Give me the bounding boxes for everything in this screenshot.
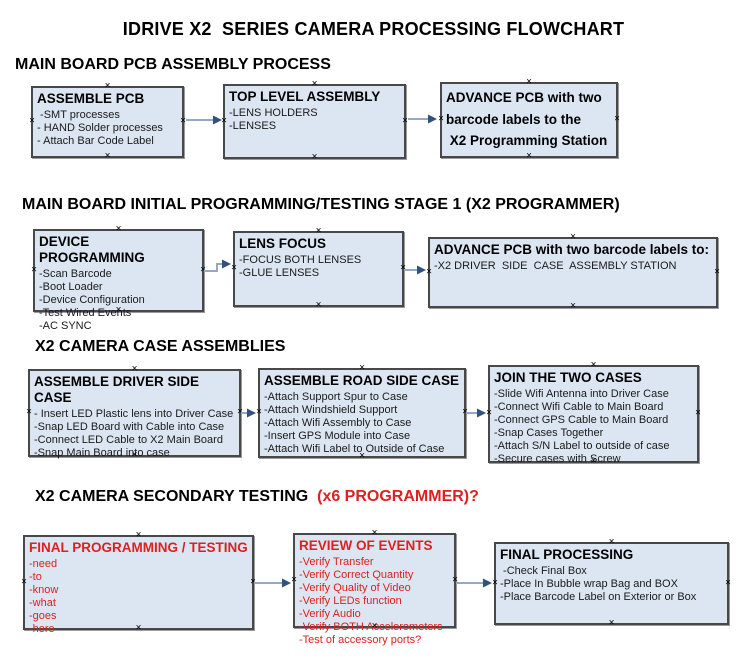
box-body: -need -to -know -what -goes -here bbox=[29, 558, 59, 636]
section-header-text: X2 CAMERA SECONDARY TESTING bbox=[35, 488, 318, 505]
connection-point-icon: × bbox=[21, 576, 27, 587]
flow-box-join-the-two-cases: JOIN THE TWO CASES -Slide Wifi Antenna i… bbox=[486, 360, 701, 466]
connection-point-icon: × bbox=[438, 113, 444, 125]
section-header-text: X2 CAMERA CASE ASSEMBLIES bbox=[35, 338, 286, 355]
connection-point-icon: × bbox=[526, 150, 532, 162]
connection-point-icon: × bbox=[180, 115, 186, 127]
connection-point-icon: × bbox=[250, 576, 256, 587]
connection-point-icon: × bbox=[492, 577, 498, 588]
connection-point-icon: × bbox=[608, 536, 615, 548]
connection-point-icon: × bbox=[104, 150, 111, 162]
flow-box-assemble-road-side-case: ASSEMBLE ROAD SIDE CASE -Attach Support … bbox=[256, 363, 468, 461]
connection-point-icon: × bbox=[221, 115, 227, 126]
connection-point-icon: × bbox=[231, 262, 237, 274]
connection-point-icon: × bbox=[570, 300, 576, 312]
box-title: FINAL PROGRAMMING / TESTING bbox=[29, 540, 248, 555]
connection-point-icon: × bbox=[462, 406, 468, 418]
box-title: ADVANCE PCB with two barcode labels to: bbox=[434, 242, 710, 257]
flow-box-assemble-driver-side-case: ASSEMBLE DRIVER SIDE CASE - Insert LED P… bbox=[26, 364, 243, 460]
connection-point-icon: × bbox=[104, 80, 111, 92]
flow-arrow bbox=[404, 265, 426, 275]
connection-point-icon: × bbox=[695, 407, 701, 419]
box-title: ASSEMBLE ROAD SIDE CASE bbox=[264, 373, 460, 388]
flow-box-lens-focus: LENS FOCUS -FOCUS BOTH LENSES -GLUE LENS… bbox=[231, 226, 406, 310]
flow-box-device-programming: DEVICE PROGRAMMING -Scan Barcode -Boot L… bbox=[31, 224, 206, 332]
connection-point-icon: × bbox=[26, 406, 32, 418]
box-title: ASSEMBLE DRIVER SIDE CASE bbox=[34, 374, 200, 406]
connection-point-icon: × bbox=[402, 115, 408, 126]
section-header-case-assemblies: X2 CAMERA CASE ASSEMBLIES bbox=[35, 338, 285, 356]
connection-point-icon: × bbox=[237, 406, 243, 418]
flow-arrow bbox=[186, 115, 222, 125]
connection-point-icon: × bbox=[256, 406, 262, 418]
box-body: - Insert LED Plastic lens into Driver Ca… bbox=[34, 408, 234, 460]
connection-point-icon: × bbox=[311, 151, 318, 163]
connection-point-icon: × bbox=[315, 225, 322, 237]
box-title: DEVICE PROGRAMMING bbox=[39, 234, 145, 266]
connection-point-icon: × bbox=[311, 78, 318, 90]
flow-box-final-programming-testing: FINAL PROGRAMMING / TESTING -need -to -k… bbox=[21, 530, 256, 635]
box-body: -Check Final Box -Place In Bubble wrap B… bbox=[500, 565, 697, 604]
flow-arrow bbox=[204, 259, 231, 272]
connection-point-icon: × bbox=[135, 529, 142, 541]
box-title: FINAL PROCESSING bbox=[500, 547, 634, 562]
connection-point-icon: × bbox=[526, 76, 532, 88]
connection-point-icon: × bbox=[590, 359, 597, 371]
box-body: -LENS HOLDERS -LENSES bbox=[229, 107, 318, 133]
box-body: -Attach Support Spur to Case -Attach Win… bbox=[264, 391, 445, 456]
connection-point-icon: × bbox=[200, 264, 206, 275]
box-title: REVIEW OF EVENTS bbox=[299, 538, 433, 553]
section-header-secondary-testing: X2 CAMERA SECONDARY TESTING (x6 PROGRAMM… bbox=[35, 488, 479, 506]
flow-arrow bbox=[466, 408, 486, 418]
connection-point-icon: × bbox=[371, 527, 378, 539]
connection-point-icon: × bbox=[31, 264, 37, 275]
flow-arrow bbox=[254, 578, 291, 588]
connection-point-icon: × bbox=[291, 574, 297, 585]
box-body: -X2 DRIVER SIDE CASE ASSEMBLY STATION bbox=[434, 260, 677, 273]
box-title: ASSEMBLE PCB bbox=[37, 91, 145, 106]
connection-point-icon: × bbox=[614, 113, 620, 125]
connection-point-icon: × bbox=[570, 231, 576, 243]
section-header-text: MAIN BOARD INITIAL PROGRAMMING/TESTING S… bbox=[22, 196, 620, 213]
flow-box-top-level-assembly: TOP LEVEL ASSEMBLY -LENS HOLDERS -LENSES… bbox=[221, 79, 408, 162]
connection-point-icon: × bbox=[115, 223, 122, 235]
box-title: LENS FOCUS bbox=[239, 236, 327, 251]
box-title: JOIN THE TWO CASES bbox=[494, 370, 642, 385]
section-header-initial-programming: MAIN BOARD INITIAL PROGRAMMING/TESTING S… bbox=[22, 196, 620, 214]
flow-arrow bbox=[408, 114, 437, 124]
box-body: -Verify Transfer -Verify Correct Quantit… bbox=[299, 556, 443, 647]
section-header-text: MAIN BOARD PCB ASSEMBLY PROCESS bbox=[15, 56, 331, 73]
page-title: IDRIVE X2 SERIES CAMERA PROCESSING FLOWC… bbox=[122, 19, 625, 39]
box-title: TOP LEVEL ASSEMBLY bbox=[229, 89, 381, 104]
box-title: ADVANCE PCB with two barcode labels to t… bbox=[446, 90, 608, 149]
box-body: -Scan Barcode -Boot Loader -Device Confi… bbox=[39, 268, 145, 333]
connection-point-icon: × bbox=[486, 407, 492, 419]
flow-box-advance-pcb-to-assembly-station: ADVANCE PCB with two barcode labels to: … bbox=[426, 232, 720, 311]
connection-point-icon: × bbox=[400, 262, 406, 274]
section-header-pcb-assembly: MAIN BOARD PCB ASSEMBLY PROCESS bbox=[15, 56, 331, 74]
flow-box-review-of-events: REVIEW OF EVENTS -Verify Transfer -Verif… bbox=[291, 528, 458, 646]
box-body: -FOCUS BOTH LENSES -GLUE LENSES bbox=[239, 254, 362, 280]
box-body: -SMT processes - HAND Solder processes -… bbox=[37, 109, 163, 148]
flow-box-final-processing: FINAL PROCESSING -Check Final Box -Place… bbox=[492, 537, 731, 628]
connection-point-icon: × bbox=[426, 266, 432, 277]
box-body: -Slide Wifi Antenna into Driver Case -Co… bbox=[494, 388, 670, 466]
connection-point-icon: × bbox=[725, 577, 731, 588]
connection-point-icon: × bbox=[29, 115, 35, 127]
connection-point-icon: × bbox=[359, 362, 365, 374]
connection-point-icon: × bbox=[315, 299, 322, 311]
flow-box-assemble-pcb: ASSEMBLE PCB -SMT processes - HAND Solde… bbox=[29, 81, 186, 161]
flow-arrow bbox=[241, 408, 256, 418]
connection-point-icon: × bbox=[714, 266, 720, 277]
connection-point-icon: × bbox=[608, 617, 615, 629]
section-header-red-suffix: (x6 PROGRAMMER)? bbox=[317, 488, 479, 505]
connection-point-icon: × bbox=[452, 574, 458, 585]
flow-box-advance-pcb-to-programming-station: ADVANCE PCB with two barcode labels to t… bbox=[438, 77, 620, 161]
connection-point-icon: × bbox=[131, 363, 138, 375]
flow-arrow bbox=[456, 578, 492, 588]
